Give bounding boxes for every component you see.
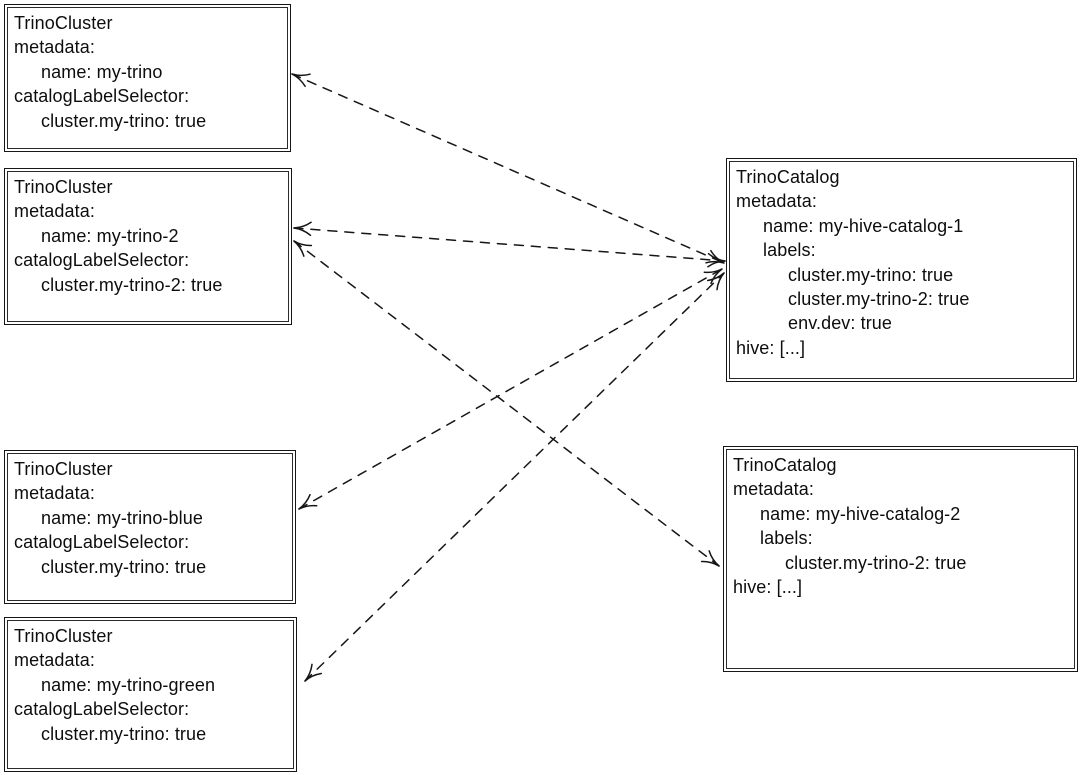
yaml-line: cluster.my-trino: true bbox=[41, 723, 207, 744]
node-trinocatalog-my-hive-catalog-1: TrinoCatalog metadata: name: my-hive-cat… bbox=[726, 158, 1077, 382]
yaml-line: hive: [...] bbox=[736, 337, 806, 358]
selector-dashed-line bbox=[293, 227, 726, 262]
yaml-line: cluster.my-trino: true bbox=[41, 556, 207, 577]
yaml-line: name: my-trino bbox=[41, 61, 163, 82]
arrowhead bbox=[705, 249, 725, 264]
selector-dashed-line bbox=[298, 268, 723, 510]
edge-my-trino-2--my-hive-catalog-1 bbox=[293, 221, 726, 268]
arrowhead bbox=[293, 240, 313, 257]
yaml-line: metadata: bbox=[14, 483, 95, 504]
yaml-line: catalogLabelSelector: bbox=[14, 699, 190, 720]
yaml-line: TrinoCluster bbox=[14, 177, 113, 197]
edge-my-trino--my-hive-catalog-1 bbox=[291, 73, 725, 264]
yaml-line: name: my-hive-catalog-1 bbox=[763, 215, 964, 236]
yaml-line: cluster.my-trino-2: true bbox=[788, 289, 970, 310]
yaml-line: name: my-hive-catalog-2 bbox=[760, 503, 961, 524]
yaml-line: metadata: bbox=[14, 37, 95, 58]
yaml-line: hive: [...] bbox=[733, 577, 803, 598]
node-trinocatalog-my-hive-catalog-2: TrinoCatalog metadata: name: my-hive-cat… bbox=[723, 446, 1078, 672]
selector-dashed-line bbox=[291, 73, 725, 264]
arrowhead bbox=[707, 252, 726, 268]
yaml-line: metadata: bbox=[14, 201, 95, 222]
yaml-line: TrinoCatalog bbox=[733, 455, 837, 475]
yaml-line: name: my-trino-2 bbox=[41, 225, 179, 246]
arrowhead bbox=[298, 493, 318, 510]
yaml-line: metadata: bbox=[733, 479, 814, 500]
edge-my-trino-blue--my-hive-catalog-1 bbox=[298, 268, 723, 510]
yaml-line: catalogLabelSelector: bbox=[14, 250, 190, 271]
yaml-line: name: my-trino-green bbox=[41, 674, 216, 695]
arrowhead bbox=[293, 221, 312, 237]
yaml-line: catalogLabelSelector: bbox=[14, 532, 190, 553]
yaml-line: cluster.my-trino: true bbox=[788, 264, 954, 285]
yaml-line: TrinoCluster bbox=[14, 459, 113, 479]
node-trinocluster-my-trino-blue: TrinoCluster metadata: name: my-trino-bl… bbox=[4, 450, 296, 604]
yaml-line: metadata: bbox=[736, 191, 817, 212]
yaml-line: metadata: bbox=[14, 650, 95, 671]
yaml-line: TrinoCatalog bbox=[736, 167, 840, 187]
arrowhead bbox=[703, 268, 723, 285]
edge-my-trino-2--my-hive-catalog-2 bbox=[293, 240, 720, 567]
node-trinocluster-my-trino-green: TrinoCluster metadata: name: my-trino-gr… bbox=[4, 617, 297, 772]
arrowhead bbox=[706, 272, 725, 291]
selector-dashed-line bbox=[304, 272, 725, 682]
node-trinocluster-my-trino: TrinoCluster metadata: name: my-trino ca… bbox=[4, 4, 291, 152]
yaml-line: labels: bbox=[763, 240, 816, 261]
yaml-line: catalogLabelSelector: bbox=[14, 86, 190, 107]
selector-dashed-line bbox=[293, 240, 720, 567]
yaml-line: TrinoCluster bbox=[14, 626, 113, 646]
yaml-line: TrinoCluster bbox=[14, 13, 113, 33]
arrowhead bbox=[304, 663, 323, 682]
yaml-line: cluster.my-trino-2: true bbox=[41, 274, 223, 295]
yaml-line: env.dev: true bbox=[788, 313, 893, 334]
edge-my-trino-green--my-hive-catalog-1 bbox=[304, 272, 725, 682]
node-trinocluster-my-trino-2: TrinoCluster metadata: name: my-trino-2 … bbox=[4, 168, 292, 325]
yaml-line: cluster.my-trino: true bbox=[41, 110, 207, 131]
yaml-line: name: my-trino-blue bbox=[41, 507, 203, 528]
arrowhead bbox=[291, 73, 311, 88]
yaml-line: cluster.my-trino-2: true bbox=[785, 552, 967, 573]
yaml-line: labels: bbox=[760, 528, 813, 549]
arrowhead bbox=[700, 550, 720, 567]
